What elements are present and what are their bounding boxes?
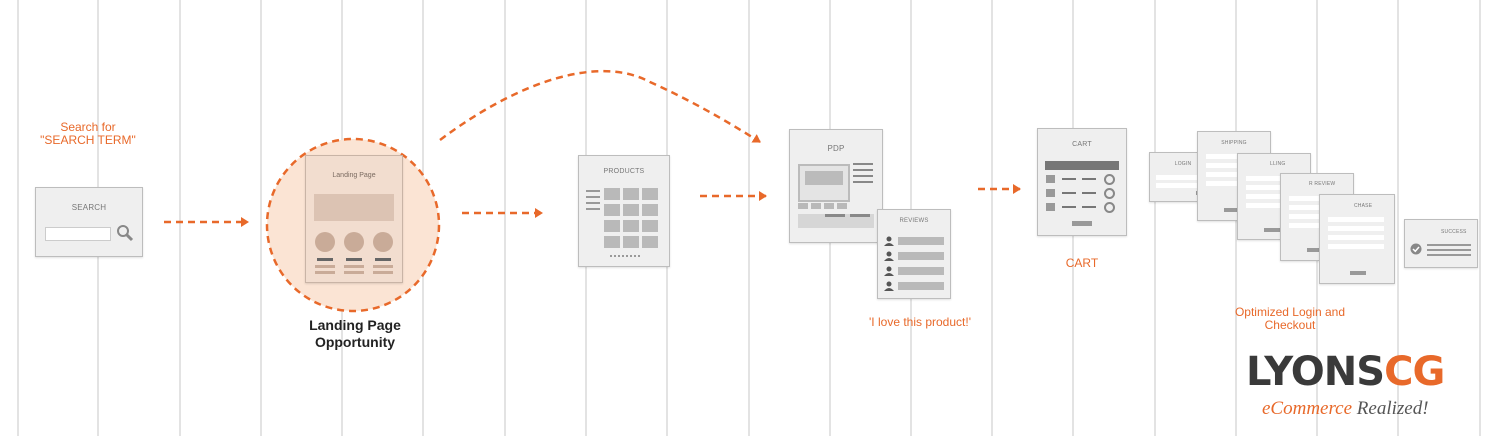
love-product-caption: 'I love this product!' bbox=[869, 315, 971, 329]
purchase-screen: CHASE bbox=[1319, 194, 1395, 284]
cart-row bbox=[1046, 188, 1118, 199]
pdp-screen: PDP bbox=[789, 129, 883, 243]
shipping-screen-label: SHIPPING bbox=[1221, 140, 1247, 146]
logo-brand-accent: CG bbox=[1384, 349, 1445, 395]
order-review-screen-label: R REVIEW bbox=[1309, 181, 1336, 187]
tagline-ecommerce: eCommerce bbox=[1262, 398, 1353, 419]
landing-circle-2 bbox=[344, 232, 364, 252]
search-screen: SEARCH bbox=[35, 187, 143, 257]
landing-opportunity-line2: Opportunity bbox=[314, 334, 396, 350]
landing-page-label: Landing Page bbox=[332, 172, 376, 179]
review-row bbox=[884, 266, 944, 276]
landing-opportunity-line1: Landing Page bbox=[309, 317, 401, 333]
person-icon bbox=[884, 236, 894, 246]
cart-screen: CART bbox=[1037, 128, 1127, 236]
review-row bbox=[884, 281, 944, 291]
cart-row bbox=[1046, 174, 1118, 185]
products-screen-label: PRODUCTS bbox=[603, 168, 645, 175]
person-icon bbox=[884, 251, 894, 261]
search-caption: Search for "SEARCH TERM" bbox=[18, 121, 158, 147]
logo-tagline: eCommerce Realized! bbox=[1262, 398, 1429, 420]
products-screen: PRODUCTS bbox=[578, 155, 670, 267]
checkout-caption-line1: Optimized Login and bbox=[1234, 305, 1346, 319]
lyonscg-logo: LYONSCG bbox=[1246, 349, 1445, 395]
cart-screen-label: CART bbox=[1072, 141, 1092, 148]
purchase-screen-label: CHASE bbox=[1354, 203, 1373, 209]
search-caption-line1: Search for bbox=[60, 120, 116, 134]
checkout-caption-line2: Checkout bbox=[1264, 318, 1316, 332]
products-pagination bbox=[610, 255, 640, 260]
pdp-product-image bbox=[798, 164, 850, 202]
person-icon bbox=[884, 281, 894, 291]
landing-page-screen: Landing Page bbox=[305, 155, 403, 283]
reviews-screen: REVIEWS bbox=[877, 209, 951, 299]
review-row bbox=[884, 236, 944, 246]
tagline-realized: Realized! bbox=[1356, 398, 1429, 419]
pdp-screen-label: PDP bbox=[827, 144, 845, 153]
logo-brand-dark: LYONS bbox=[1246, 349, 1385, 395]
landing-hero-image bbox=[314, 194, 394, 221]
success-screen-label: SUCCESS bbox=[1441, 229, 1467, 235]
checkout-caption: Optimized Login and Checkout bbox=[1190, 306, 1390, 332]
person-icon bbox=[884, 266, 894, 276]
search-screen-label: SEARCH bbox=[71, 203, 107, 212]
arrow-landing-to-pdp-curve bbox=[439, 69, 761, 144]
success-screen: SUCCESS bbox=[1404, 219, 1478, 268]
reviews-screen-label: REVIEWS bbox=[899, 218, 929, 224]
cart-row bbox=[1046, 202, 1118, 213]
cart-caption: CART bbox=[1065, 256, 1099, 270]
landing-circle-1 bbox=[315, 232, 335, 252]
search-caption-line2: "SEARCH TERM" bbox=[40, 133, 136, 147]
check-circle-icon bbox=[1410, 243, 1422, 255]
billing-screen-label: LLING bbox=[1270, 161, 1286, 167]
landing-opportunity-caption: Landing Page Opportunity bbox=[270, 317, 440, 351]
search-box bbox=[45, 227, 111, 241]
review-row bbox=[884, 251, 944, 261]
magnifier-icon bbox=[117, 225, 134, 242]
landing-circle-3 bbox=[373, 232, 393, 252]
login-screen-label: LOGIN bbox=[1174, 161, 1192, 167]
